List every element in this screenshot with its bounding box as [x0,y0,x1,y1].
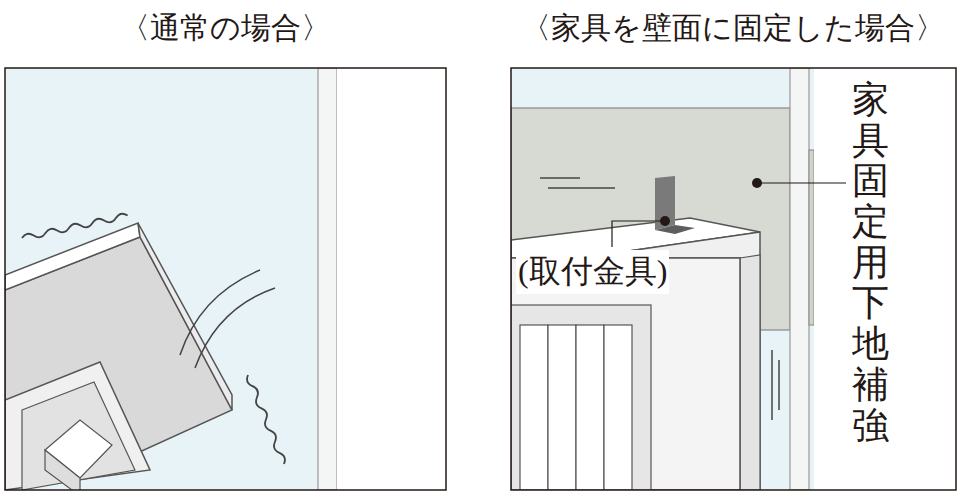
normal-case-scene [5,68,446,490]
part-label: 家具固定用下地補強 [852,80,889,446]
panel-heading: 〈通常の場合〉 [120,8,331,49]
panel-heading: 〈家具を壁面に固定した場合〉 [521,8,945,49]
part-label: (取付金具) [516,250,669,294]
fixed-case-scene [511,68,956,490]
